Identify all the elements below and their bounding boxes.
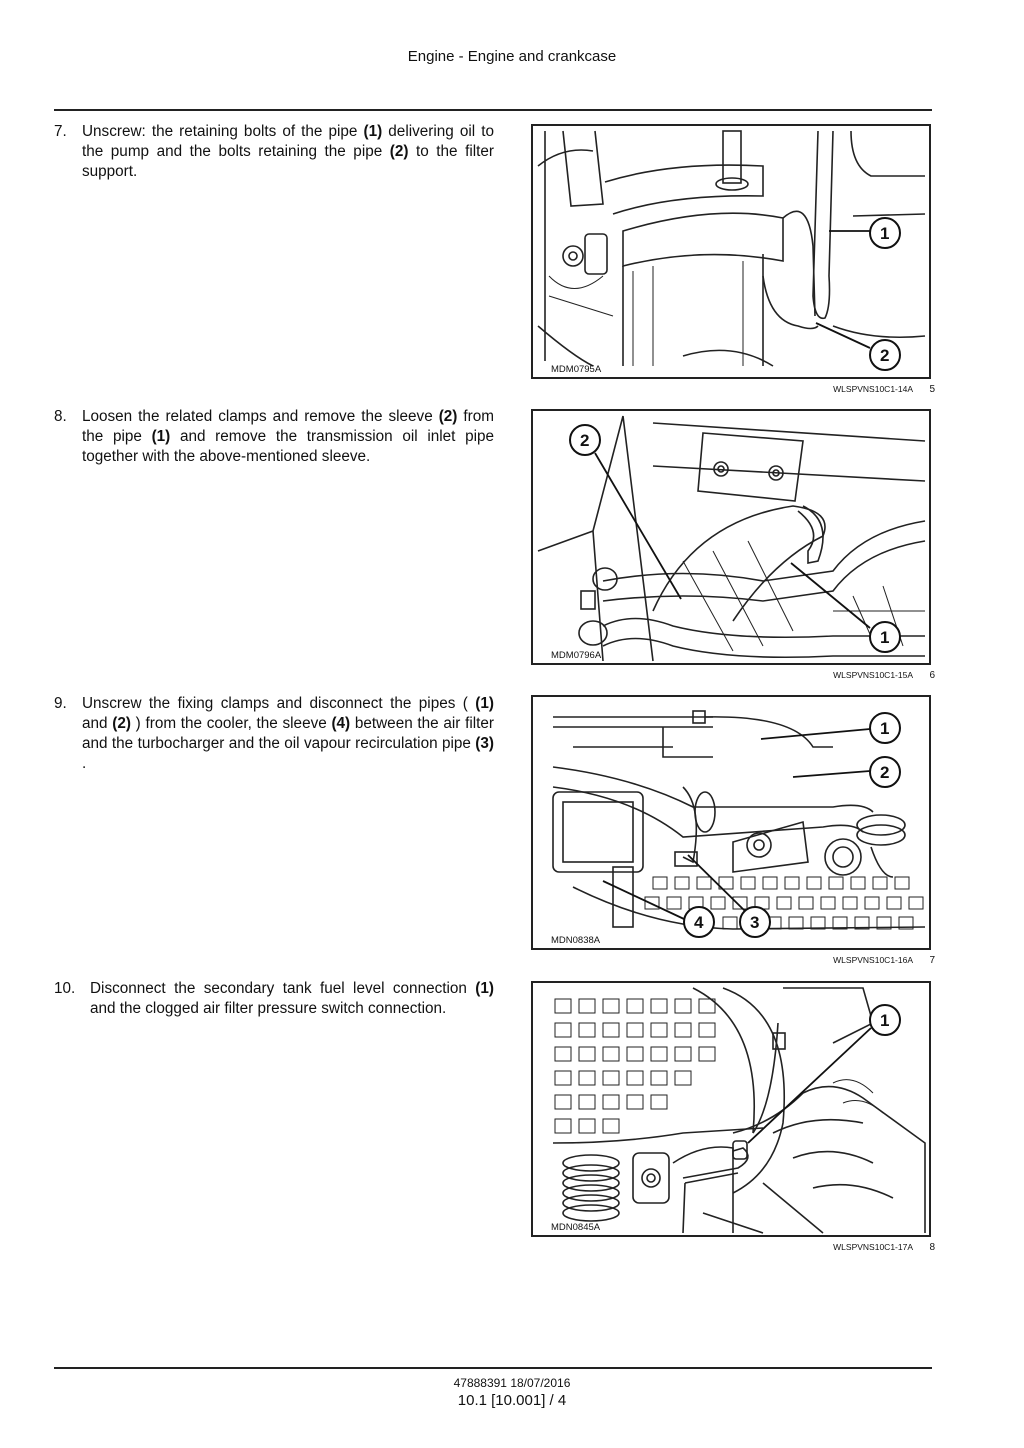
- step-7: 7. Unscrew: the retaining bolts of the p…: [54, 122, 494, 182]
- figure-number: 6: [929, 670, 935, 681]
- text-run: .: [82, 755, 87, 772]
- text-run: from the pipe: [82, 408, 495, 445]
- figure-5-caption: WLSPVNS10C1-14A 5: [531, 384, 935, 395]
- figure-code: MDM0796A: [551, 650, 602, 661]
- item-reference: (2): [112, 715, 131, 732]
- figure-code: MDM0795A: [551, 364, 602, 375]
- svg-text:1: 1: [880, 628, 889, 647]
- figure-8-image: 1 MDN0845A: [531, 981, 931, 1237]
- callout-1: 1: [869, 712, 901, 744]
- item-reference: (1): [151, 428, 171, 445]
- text-run: delivering oil to the pump and the bolts…: [82, 123, 494, 160]
- header-rule: [54, 109, 932, 111]
- step-number: 7.: [54, 123, 67, 140]
- text-run: to the filter support.: [82, 143, 494, 180]
- callout-3: 3: [739, 906, 771, 938]
- text-run: and remove the transmission oil inlet pi…: [82, 428, 494, 465]
- text-run: between the air filter and the turbochar…: [82, 715, 495, 752]
- figure-number: 8: [929, 1242, 935, 1253]
- step-number: 10.: [54, 980, 76, 997]
- item-reference: (3): [475, 735, 494, 752]
- svg-text:2: 2: [580, 431, 589, 450]
- figure-ref: WLSPVNS10C1-15A: [833, 670, 913, 680]
- text-run: Unscrew: the retaining bolts of the pipe: [82, 123, 364, 140]
- step-number: 8.: [54, 408, 67, 425]
- footer-page-ref: 10.1 [10.001] / 4: [457, 1392, 567, 1409]
- text-run: ) from the cooler, the sleeve: [130, 715, 332, 732]
- page-header-title: Engine - Engine and crankcase: [407, 48, 617, 65]
- item-reference: (2): [389, 143, 409, 160]
- figure-7-caption: WLSPVNS10C1-16A 7: [531, 955, 935, 966]
- step-number: 9.: [54, 695, 67, 712]
- footer-rule: [54, 1367, 932, 1369]
- callout-2: 2: [869, 756, 901, 788]
- figure-8-caption: WLSPVNS10C1-17A 8: [531, 1242, 935, 1253]
- figure-number: 5: [929, 384, 935, 395]
- item-reference: (1): [475, 695, 494, 712]
- svg-text:3: 3: [750, 913, 759, 932]
- step-text: Unscrew: the retaining bolts of the pipe…: [82, 122, 494, 182]
- figure-ref: WLSPVNS10C1-17A: [833, 1242, 913, 1252]
- callout-2: 2: [869, 339, 901, 371]
- svg-text:2: 2: [880, 763, 889, 782]
- callout-2: 2: [569, 424, 601, 456]
- item-reference: (2): [438, 408, 458, 425]
- figure-6-caption: WLSPVNS10C1-15A 6: [531, 670, 935, 681]
- svg-text:2: 2: [880, 346, 889, 365]
- callout-1: 1: [869, 217, 901, 249]
- step-text: Unscrew the fixing clamps and disconnect…: [82, 694, 494, 774]
- text-run: and: [82, 715, 113, 732]
- text-run: and the clogged air filter pressure swit…: [90, 1000, 447, 1017]
- step-8: 8. Loosen the related clamps and remove …: [54, 407, 494, 467]
- figure-ref: WLSPVNS10C1-16A: [833, 955, 913, 965]
- figure-6-image: 2 1 MDM0796A: [531, 409, 931, 665]
- figure-5-image: 1 2 MDM0795A: [531, 124, 931, 379]
- figure-number: 7: [929, 955, 935, 966]
- item-reference: (1): [363, 123, 383, 140]
- step-text: Loosen the related clamps and remove the…: [82, 407, 494, 467]
- figure-7-image: 1 2 4 3 MDN0838A: [531, 695, 931, 950]
- figure-code: MDN0838A: [551, 935, 601, 946]
- callout-4: 4: [683, 906, 715, 938]
- step-10: 10. Disconnect the secondary tank fuel l…: [54, 979, 494, 1019]
- text-run: Loosen the related clamps and remove the…: [82, 408, 439, 425]
- footer-doc-id: 47888391 18/07/2016: [453, 1376, 571, 1390]
- callout-1: 1: [869, 621, 901, 653]
- step-9: 9. Unscrew the fixing clamps and disconn…: [54, 694, 494, 774]
- svg-text:1: 1: [880, 1011, 889, 1030]
- figure-ref: WLSPVNS10C1-14A: [833, 384, 913, 394]
- svg-text:1: 1: [880, 224, 889, 243]
- step-text: Disconnect the secondary tank fuel level…: [90, 979, 494, 1019]
- item-reference: (4): [331, 715, 351, 732]
- callout-1: 1: [869, 1004, 901, 1036]
- text-run: Unscrew the fixing clamps and disconnect…: [82, 695, 476, 712]
- text-run: Disconnect the secondary tank fuel level…: [90, 980, 476, 997]
- svg-text:4: 4: [694, 913, 704, 932]
- item-reference: (1): [475, 980, 494, 997]
- figure-code: MDN0845A: [551, 1222, 601, 1233]
- svg-text:1: 1: [880, 719, 889, 738]
